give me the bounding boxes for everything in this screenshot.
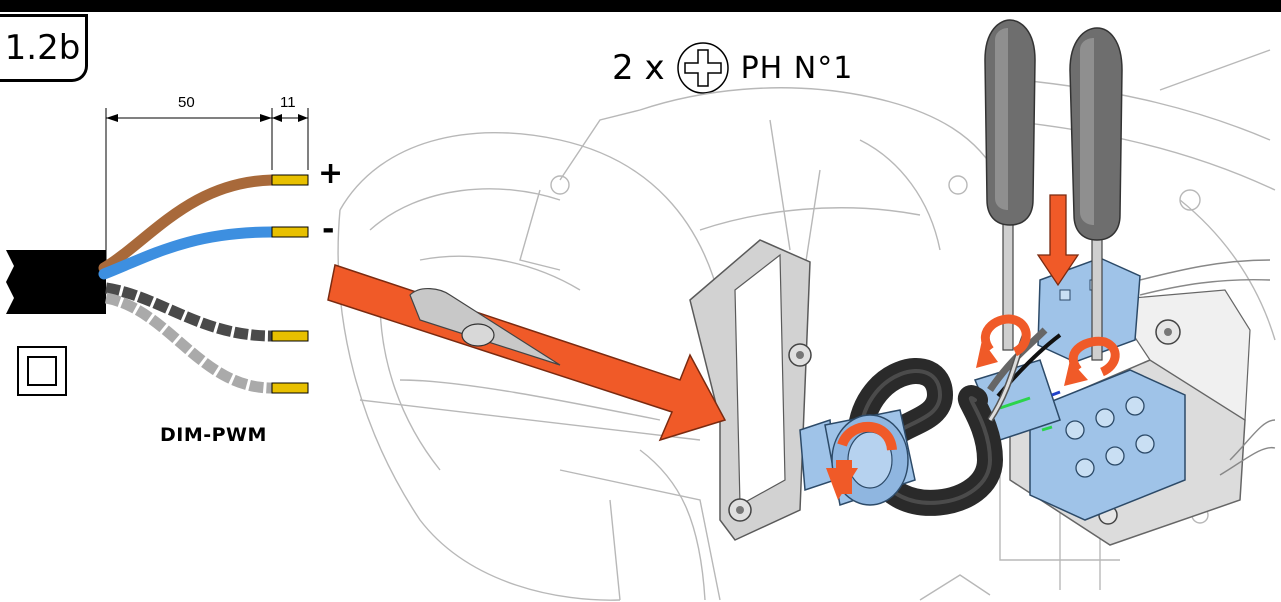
step-number-badge: 1.2b	[0, 14, 88, 82]
polarity-plus-label: +	[318, 156, 344, 191]
screwdriver-right	[1069, 27, 1123, 361]
dimension-sheath-strip: 50	[178, 94, 195, 111]
polarity-minus-label: -	[322, 212, 335, 247]
conductor-brown	[271, 174, 309, 186]
rotate-arrow-left-screw	[980, 314, 1031, 357]
cable-name-label: DIM-PWM	[160, 424, 267, 446]
rotate-arrow-right-screw	[1068, 336, 1120, 377]
cable-stripping-diagram	[6, 108, 309, 396]
cable-jacket	[6, 250, 106, 314]
screwdriver-left	[984, 19, 1036, 351]
phillips-screw-head-icon	[676, 42, 729, 94]
wire-blue	[98, 226, 278, 280]
screw-quantity: 2 x	[612, 48, 665, 88]
mounting-bracket	[689, 239, 812, 541]
press-down-arrow	[1036, 194, 1080, 287]
cable-end	[461, 323, 495, 347]
tighten-gland-arrow	[837, 421, 897, 451]
conductor-light-grey	[271, 382, 309, 394]
screwdriver-type: PH N°1	[740, 50, 854, 86]
instruction-arrows	[327, 194, 1120, 500]
wire-brown	[98, 174, 278, 274]
conductor-blue	[271, 226, 309, 238]
internal-white-cables	[1139, 259, 1276, 476]
top-bar	[0, 0, 1281, 12]
screw-note: 2 x PH N°1	[612, 38, 853, 98]
wire-dark-grey	[105, 282, 273, 342]
double-insulation-icon	[17, 346, 67, 396]
tighten-gland-arrow-shaft	[836, 460, 852, 494]
rotate-arrow-left-head	[976, 340, 998, 368]
dimension-wire-strip: 11	[280, 94, 296, 111]
rotate-arrow-right-head	[1064, 360, 1088, 386]
conductor-dark-grey	[271, 330, 309, 342]
terminal-block	[973, 257, 1186, 521]
wire-light-grey	[104, 292, 273, 394]
